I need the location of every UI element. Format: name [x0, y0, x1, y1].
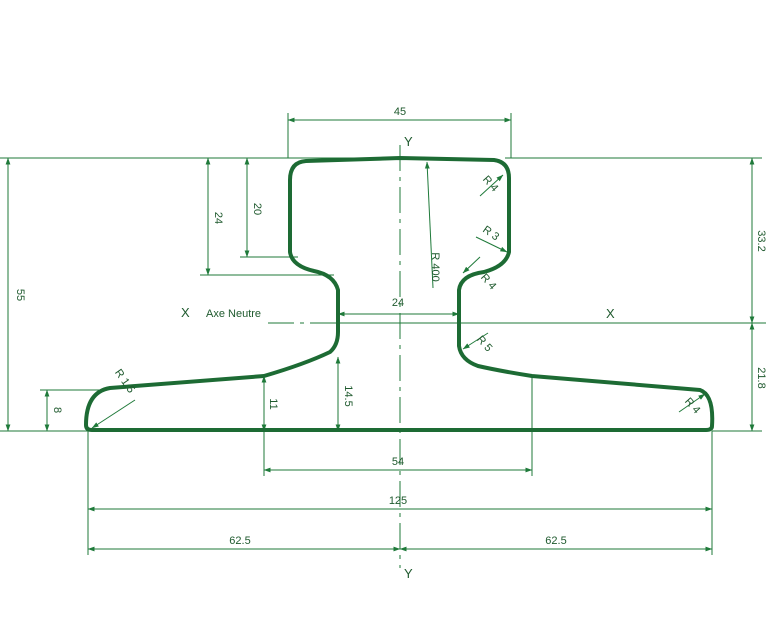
- label-24-height: 24: [212, 212, 224, 224]
- label-half-right: 62.5: [545, 535, 566, 547]
- axis-y-bottom-label: Y: [404, 566, 413, 581]
- label-web-base: 14.5: [342, 385, 354, 406]
- label-upper-height: 33.2: [755, 230, 767, 251]
- label-head-width: 45: [394, 106, 406, 118]
- axis-y-top-label: Y: [404, 134, 413, 149]
- label-half-left: 62.5: [229, 535, 250, 547]
- label-r5: R 5: [474, 334, 494, 355]
- label-r4-foot: R 4: [682, 396, 702, 417]
- label-r4-web: R 4: [478, 272, 498, 293]
- label-r1-5: R 1,5: [112, 367, 137, 395]
- label-total-height: 55: [14, 289, 26, 301]
- axis-x-right-label: X: [606, 306, 615, 321]
- neutral-axis-label: Axe Neutre: [206, 308, 261, 320]
- label-r4-head: R 4: [480, 174, 500, 195]
- rail-profile-outline: [84, 156, 715, 432]
- label-base-width: 125: [389, 495, 407, 507]
- radius-leaders: [91, 161, 706, 429]
- label-foot-plate: 54: [392, 456, 404, 468]
- label-r400: R 400: [429, 252, 441, 281]
- extension-lines: [0, 113, 762, 555]
- label-foot-mid: 11: [267, 398, 279, 409]
- label-web-width: 24: [392, 297, 404, 309]
- label-20-height: 20: [251, 203, 263, 215]
- axis-x-left-label: X: [181, 305, 190, 320]
- label-foot-edge: 8: [51, 407, 63, 413]
- label-lower-height: 21.8: [755, 367, 767, 388]
